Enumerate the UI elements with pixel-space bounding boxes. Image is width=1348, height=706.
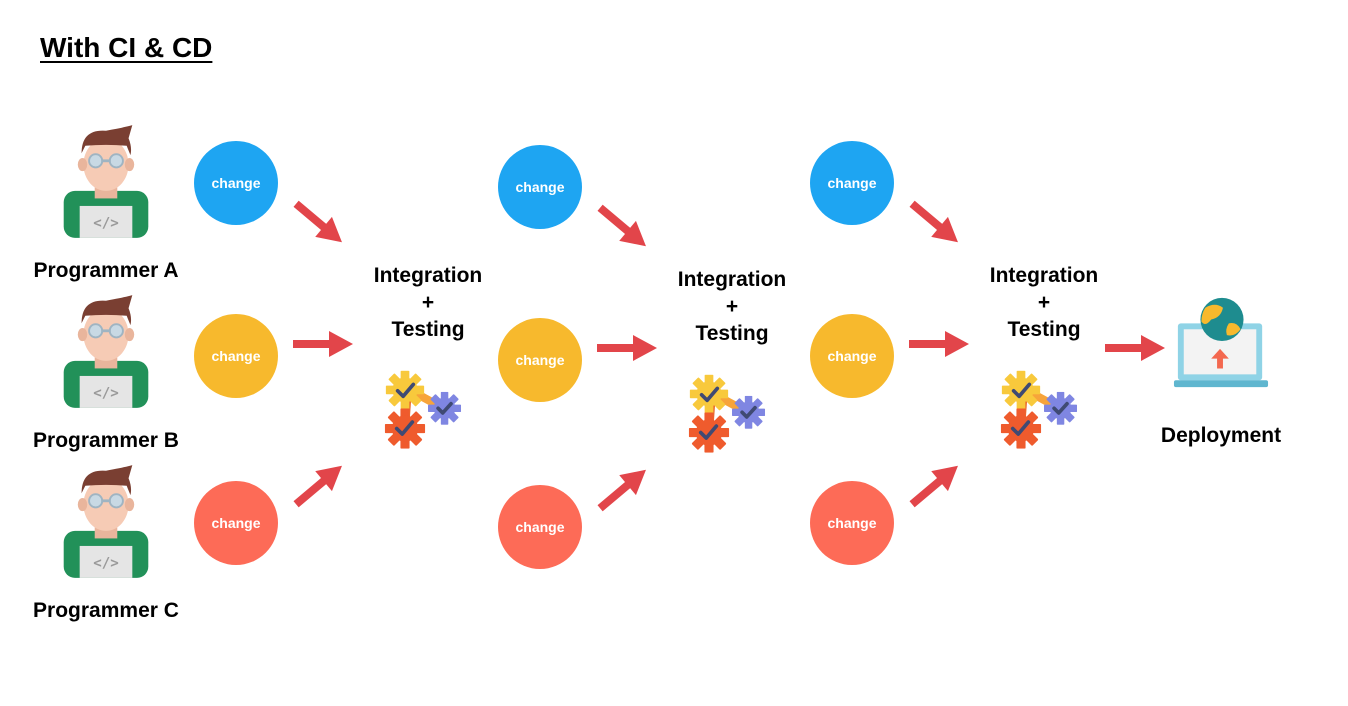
gears-checkmark-icon (998, 364, 1090, 460)
testing-text: Testing (391, 318, 465, 341)
deployment-label: Deployment (1160, 424, 1282, 447)
arrow-icon (591, 197, 655, 257)
arrow-icon (591, 459, 655, 519)
change-blue: change (194, 141, 278, 225)
programmer-avatar-icon (59, 464, 153, 579)
programmer-label: Programmer B (33, 429, 179, 452)
plus-text: + (1037, 291, 1051, 314)
change-blue: change (498, 145, 582, 229)
programmer-a: Programmer A (16, 124, 196, 283)
change-blue: change (810, 141, 894, 225)
integration-text: Integration (677, 268, 787, 291)
arrow-icon (909, 331, 969, 357)
integration-text: Integration (373, 264, 483, 287)
programmer-label: Programmer C (33, 599, 179, 622)
arrow-icon (903, 193, 967, 253)
change-yellow: change (194, 314, 278, 398)
arrow-icon (293, 331, 353, 357)
arrow-icon (903, 455, 967, 515)
laptop-globe-upload-icon (1173, 297, 1269, 388)
gears-checkmark-icon (686, 368, 778, 464)
change-yellow: change (498, 318, 582, 402)
programmer-label: Programmer A (33, 259, 179, 282)
change-yellow: change (810, 314, 894, 398)
change-red: change (498, 485, 582, 569)
programmer-c: Programmer C (16, 464, 196, 623)
gears-checkmark-icon (382, 364, 474, 460)
programmer-b: Programmer B (16, 294, 196, 453)
integration-testing-label: Integration + Testing (348, 262, 508, 343)
arrow-icon (287, 193, 351, 253)
programmer-avatar-icon (59, 294, 153, 409)
programmer-avatar-icon (59, 124, 153, 239)
arrow-icon (287, 455, 351, 515)
integration-testing-label: Integration + Testing (652, 266, 812, 347)
page-title: With CI & CD (40, 32, 213, 63)
integration-text: Integration (989, 264, 1099, 287)
plus-text: + (421, 291, 435, 314)
change-red: change (194, 481, 278, 565)
integration-testing-label: Integration + Testing (964, 262, 1124, 343)
change-red: change (810, 481, 894, 565)
arrow-icon (597, 335, 657, 361)
testing-text: Testing (695, 322, 769, 345)
plus-text: + (725, 295, 739, 318)
testing-text: Testing (1007, 318, 1081, 341)
